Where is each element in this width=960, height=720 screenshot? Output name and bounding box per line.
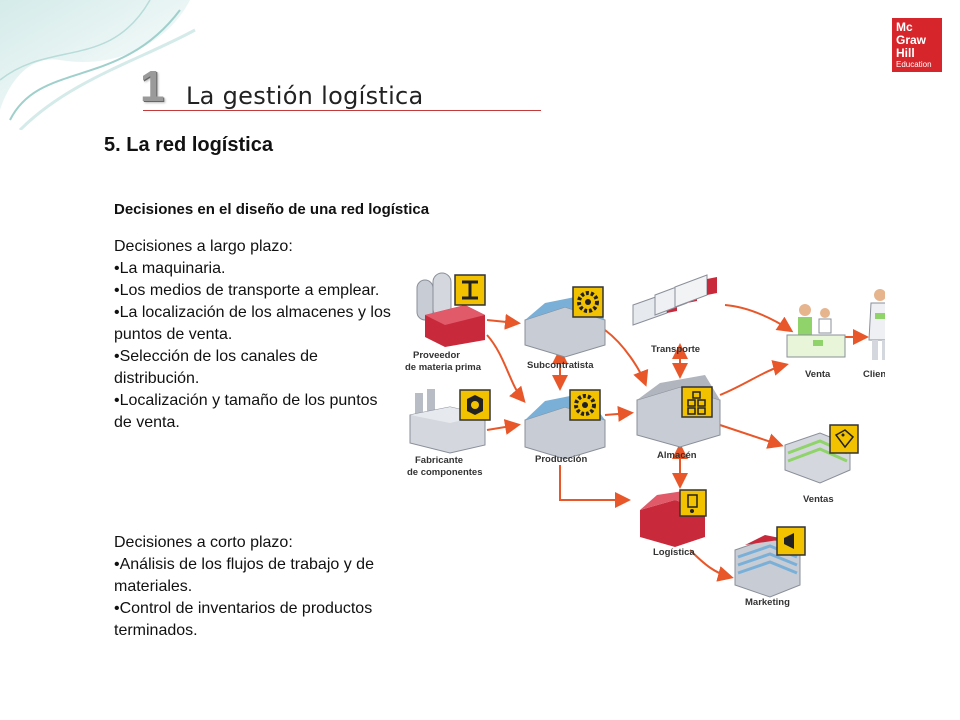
node-fabricante: Fabricante de componentes [407, 389, 491, 478]
chapter-number: 1 [140, 62, 165, 111]
logo-line: Graw [896, 33, 927, 47]
node-label: Producción [535, 454, 587, 465]
flow-arrows [486, 304, 869, 582]
node-label: Proveedor [413, 350, 460, 361]
node-label: Marketing [745, 597, 790, 608]
logo-line: Education [896, 60, 932, 69]
arrow-produccion-logistica [559, 465, 631, 508]
list-item: •Selección de los canales de distribució… [114, 348, 318, 387]
list-item: •Localización y tamaño de los puntos de … [114, 392, 378, 431]
logo-line: Mc [896, 20, 913, 34]
arrow-proveedor-produccion [486, 334, 526, 404]
node-proveedor: Proveedor de materia prima [405, 272, 486, 373]
node-label: de materia prima [405, 362, 482, 373]
list-item: •Control de inventarios de productos ter… [114, 600, 373, 639]
node-marketing: Marketing [734, 526, 806, 608]
node-label: Cliente [863, 369, 885, 380]
list-item: •La maquinaria. [114, 260, 226, 277]
arrow-fabricante-produccion [486, 419, 521, 435]
list-item: •Los medios de transporte a emplear. [114, 282, 380, 299]
node-venta: Venta [786, 304, 846, 380]
node-produccion: Producción [524, 389, 606, 465]
arrow-produccion-almacen [604, 405, 634, 422]
node-label: de componentes [407, 467, 483, 478]
node-label: Ventas [803, 494, 834, 505]
node-label: Almacén [657, 450, 697, 461]
logo-line: Hill [896, 46, 915, 60]
short-term-decisions: Decisiones a corto plazo: •Análisis de l… [114, 532, 399, 642]
logistics-network-diagram: Proveedor de materia prima Fabricante de… [405, 272, 885, 608]
node-almacen: Almacén [636, 375, 721, 461]
node-label: Logística [653, 547, 695, 558]
arrow-proveedor-subcontratista [486, 313, 521, 330]
node-label: Subcontratista [527, 360, 594, 371]
short-term-heading: Decisiones a corto plazo: [114, 534, 293, 551]
arrow-almacen-ventas [719, 424, 784, 449]
mcgraw-hill-logo: Mc Graw Hill Education [892, 18, 942, 72]
arrow-almacen-venta [719, 360, 789, 396]
list-item: •La localización de los almacenes y los … [114, 304, 391, 343]
long-term-heading: Decisiones a largo plazo: [114, 238, 293, 255]
section-title: 5. La red logística [104, 134, 273, 156]
node-ventas: Ventas [784, 424, 859, 505]
chapter-title: La gestión logística [186, 82, 424, 110]
arrow-transporte-venta [724, 304, 794, 333]
chapter-divider [143, 110, 541, 111]
list-item: •Análisis de los flujos de trabajo y de … [114, 556, 374, 595]
node-label: Fabricante [415, 455, 463, 466]
node-cliente: Cliente [863, 289, 885, 380]
arrow-logistica-marketing [689, 549, 734, 582]
long-term-decisions: Decisiones a largo plazo: •La maquinaria… [114, 236, 399, 434]
node-logistica: Logística [640, 489, 707, 558]
subtitle: Decisiones en el diseño de una red logís… [114, 201, 430, 218]
decorative-swirl [0, 0, 196, 130]
price-tag-icon [829, 424, 859, 454]
arrow-subcontratista-almacen [604, 329, 649, 387]
node-label: Transporte [651, 344, 700, 355]
node-subcontratista: Subcontratista [524, 286, 606, 371]
node-label: Venta [805, 369, 831, 380]
node-transporte: Transporte [632, 274, 717, 355]
